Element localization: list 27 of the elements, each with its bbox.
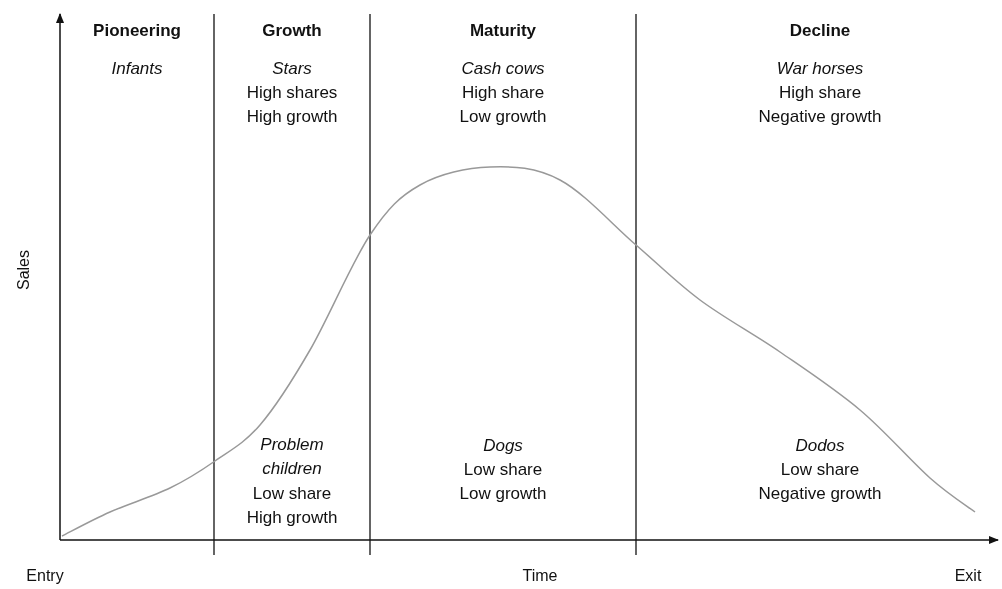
axis-label: Entry: [26, 566, 64, 586]
category-description: Negative growth: [758, 106, 882, 128]
category-description: Low share: [252, 483, 332, 505]
category-name: War horses: [776, 58, 864, 80]
category-description: High share: [778, 82, 862, 104]
category-name: Stars: [272, 58, 312, 80]
category-name: Dogs: [483, 435, 523, 457]
category-description: High growth: [246, 507, 338, 529]
axis-label: Time: [522, 566, 558, 586]
category-description: Low share: [780, 459, 860, 481]
category-name: Infants: [111, 58, 163, 80]
category-name: Problem children: [259, 434, 325, 480]
category-name: Dodos: [795, 435, 845, 457]
category-description: High share: [461, 82, 545, 104]
stage-heading: Pioneering: [93, 20, 181, 42]
stage-heading: Decline: [789, 20, 851, 42]
axis-label: Sales: [14, 250, 33, 290]
category-description: Low growth: [459, 483, 547, 505]
category-description: High shares: [246, 82, 338, 104]
category-description: Low share: [463, 459, 543, 481]
stage-heading: Maturity: [469, 20, 537, 42]
axis-label: Exit: [954, 566, 982, 586]
category-name: Cash cows: [461, 58, 545, 80]
category-description: Negative growth: [758, 483, 882, 505]
stage-heading: Growth: [262, 20, 322, 42]
category-description: Low growth: [459, 106, 547, 128]
category-description: High growth: [246, 106, 338, 128]
